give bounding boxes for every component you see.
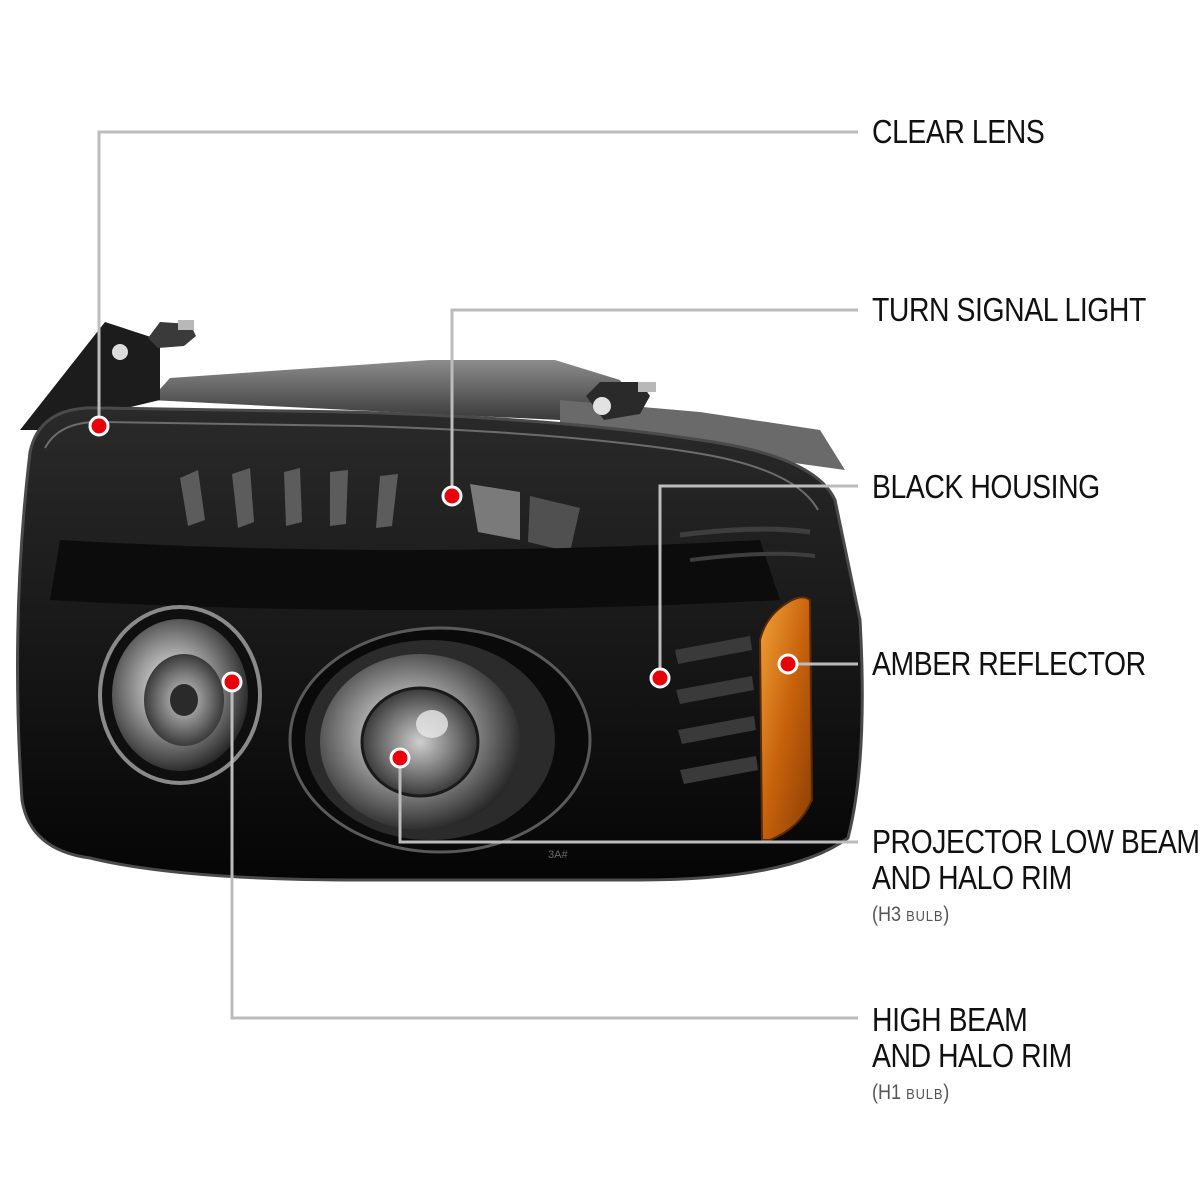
bolt-clip-center [593,397,611,415]
bulb-note-high-beam: (H1 BULB) [872,1081,950,1104]
label-black-housing: BLACK HOUSING [872,468,1100,505]
marker-dot-black-housing [649,667,671,689]
label-turn-signal-light: TURN SIGNAL LIGHT [872,291,1146,328]
housing-ridge-2 [689,551,816,562]
lens-marking: 3A# [548,849,568,861]
marker-dot-clear-lens [88,415,110,437]
leader-line-turn-signal [450,308,858,496]
leader-line-clear-lens [97,130,858,426]
leader-lines [97,130,858,1020]
amber-reflector-lens [758,596,814,841]
marker-dot-projector [389,747,411,769]
label-clear-lens: CLEAR LENS [872,113,1045,150]
reflector-fins [180,468,580,552]
marker-dot-high-beam [221,671,243,693]
housing-ridge-1 [679,526,811,538]
housing-top [150,360,640,420]
bulb-note-projector: (H3 BULB) [872,903,950,926]
housing-top-right [560,400,845,470]
upper-chamber-shadow [50,540,780,610]
high-beam-bulb-hole [170,684,198,716]
projector-lens-glint [416,710,448,738]
marker-dot-amber [777,653,799,675]
leader-line-projector [398,758,858,844]
projector-lens [360,686,480,798]
bolt-stud-center [638,382,656,392]
label-projector-low-beam: PROJECTOR LOW BEAM AND HALO RIM [872,823,1200,896]
marker-dots [88,415,799,769]
leader-line-black-housing [658,484,858,678]
label-amber-reflector: AMBER REFLECTOR [872,645,1146,682]
clear-lens-edge [44,420,819,511]
leader-line-high-beam [230,682,858,1020]
side-fins [675,636,758,784]
label-high-beam: HIGH BEAM AND HALO RIM [872,1001,1072,1074]
bracket-clip-left [112,344,128,360]
bolt-stud-left [178,320,194,330]
marker-dot-turn-signal [441,485,463,507]
